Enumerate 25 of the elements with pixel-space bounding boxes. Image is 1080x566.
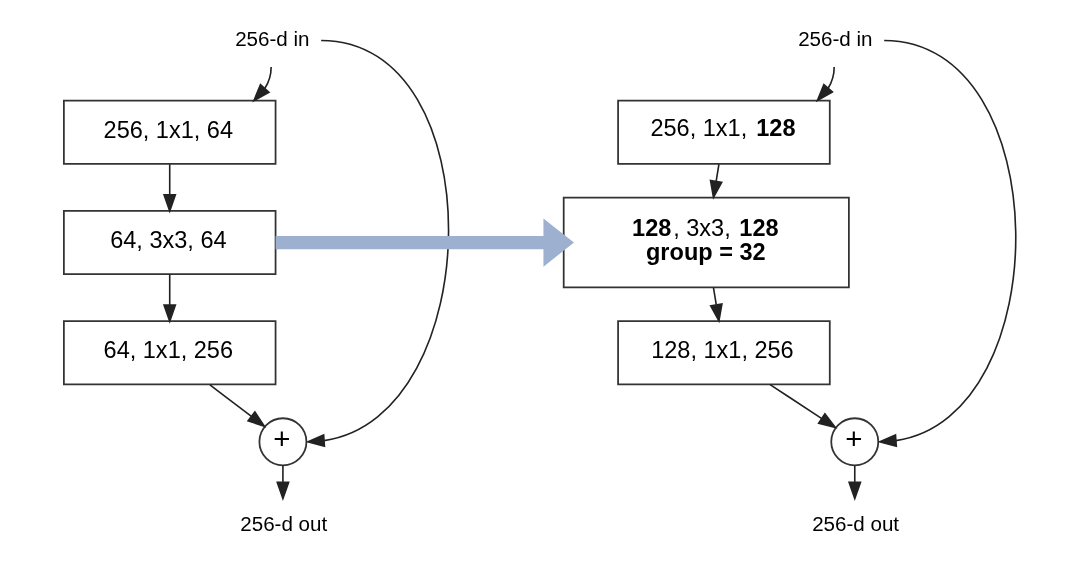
arrow bbox=[209, 384, 267, 428]
node-box: 256, 1x1, 64 bbox=[63, 99, 277, 165]
arrow bbox=[769, 383, 838, 429]
node-text: 256-d out bbox=[240, 512, 328, 535]
arrow bbox=[709, 163, 723, 200]
arrow bbox=[162, 273, 177, 324]
node-text: 256-d in bbox=[235, 26, 310, 50]
node-box: 256, 1x1, 128 bbox=[617, 99, 831, 165]
arrow bbox=[162, 163, 177, 214]
arrow bbox=[275, 218, 574, 267]
arrow bbox=[305, 39, 450, 448]
arrow bbox=[877, 39, 1017, 448]
node-box: 64, 3x3, 64 bbox=[63, 210, 277, 276]
node-text: 256-d in bbox=[798, 26, 873, 50]
node-circle: + bbox=[258, 417, 308, 467]
node-box: 64, 1x1, 256 bbox=[63, 320, 277, 386]
node-box: 128, 3x3, 128 group = 32 bbox=[562, 196, 850, 289]
arrow bbox=[815, 66, 835, 103]
node-circle: + bbox=[830, 417, 880, 467]
arrow bbox=[276, 464, 290, 502]
arrow bbox=[847, 464, 862, 502]
arrow bbox=[709, 286, 723, 324]
arrow bbox=[252, 66, 272, 103]
node-text: 256-d out bbox=[812, 512, 900, 535]
node-box: 128, 1x1, 256 bbox=[617, 320, 831, 386]
